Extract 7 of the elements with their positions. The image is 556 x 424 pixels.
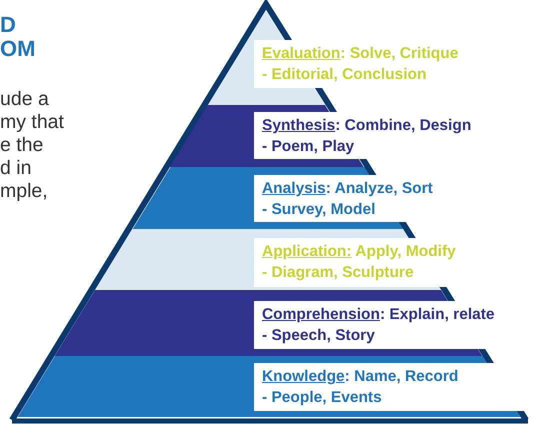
- heading-fragment: D: [0, 12, 16, 38]
- paragraph-fragment: ude a: [0, 88, 49, 111]
- paragraph-fragment: e the: [0, 134, 44, 157]
- paragraph-fragment: mple,: [0, 180, 48, 203]
- paragraph-fragment: d in: [0, 157, 32, 180]
- heading-fragment: OM: [0, 36, 36, 62]
- paragraph-fragment: my that: [0, 111, 64, 134]
